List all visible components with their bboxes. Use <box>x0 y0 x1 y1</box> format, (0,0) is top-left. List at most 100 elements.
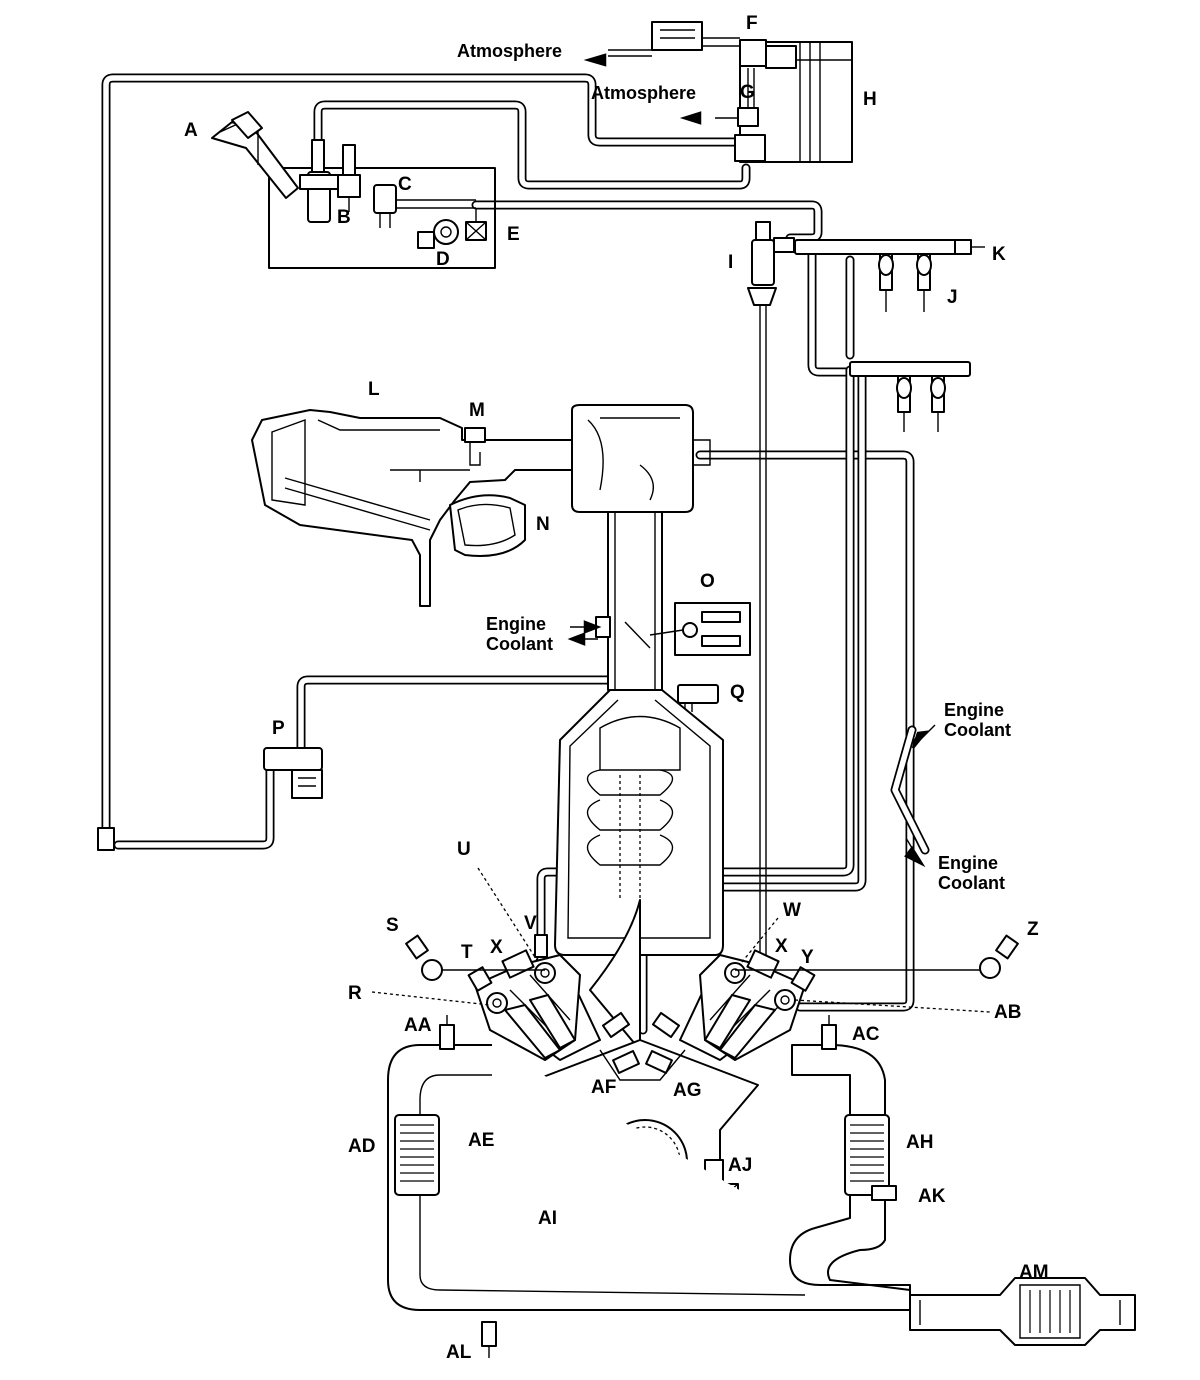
coolant-out-arrow-shaft <box>905 837 919 859</box>
cam-sensor-U <box>534 962 556 984</box>
vacuum-line-P <box>113 675 615 850</box>
engine-coolant-label-out: Engine Coolant <box>938 853 1005 894</box>
label-AM: AM <box>1019 1262 1049 1283</box>
throttle-unit-O <box>649 602 751 656</box>
engine-coolant-label-throttle-line1: Engine <box>486 614 547 634</box>
engine-coolant-label-in-line2: Coolant <box>944 719 1011 740</box>
label-N: N <box>536 514 550 535</box>
o2-sensor-AL <box>481 1321 497 1358</box>
air-cleaner-L <box>251 409 573 607</box>
airflow-sensor-M <box>464 427 486 466</box>
purge-line-to-canister <box>313 100 751 190</box>
coolant-arrow-shafts <box>570 626 598 640</box>
catalyst-AD <box>394 1114 440 1196</box>
label-AG: AG <box>673 1080 702 1101</box>
label-AF: AF <box>591 1077 617 1098</box>
knock-sensor-AB <box>774 989 796 1011</box>
label-C: C <box>398 174 412 195</box>
label-H: H <box>863 89 877 110</box>
label-D: D <box>436 249 450 270</box>
label-AI: AI <box>538 1208 557 1229</box>
atmosphere-arrow-upper <box>583 53 607 67</box>
pump-motor-D <box>417 208 487 249</box>
o2-sensor-AA <box>439 1015 455 1050</box>
catalyst-AH <box>844 1114 890 1196</box>
label-AD: AD <box>348 1136 376 1157</box>
intake-resonator <box>571 404 711 513</box>
label-U: U <box>457 839 471 860</box>
label-AJ: AJ <box>728 1155 753 1176</box>
label-O: O <box>700 571 715 592</box>
label-J: J <box>947 287 958 308</box>
atmosphere-label-lower: Atmosphere <box>591 83 697 103</box>
evap-component-box <box>268 167 496 269</box>
label-AA: AA <box>404 1015 432 1036</box>
label-AC: AC <box>852 1024 880 1045</box>
engine-coolant-label-throttle-line2: Coolant <box>486 633 553 654</box>
leader-R <box>371 991 491 1006</box>
label-L: L <box>368 379 380 400</box>
fuel-injector-V <box>534 934 548 958</box>
injectors-AF-AG <box>601 1011 681 1074</box>
fuel-injector-upper <box>878 253 932 312</box>
label-Y: Y <box>801 947 814 968</box>
engine-coolant-label-out-line2: Coolant <box>938 872 1005 893</box>
leader-U <box>477 867 541 966</box>
coolant-line-right <box>695 450 930 1012</box>
oil-control-valve-Z <box>735 934 1019 979</box>
atmosphere-label-upper: Atmosphere <box>457 41 563 61</box>
sensor-Q <box>677 684 719 712</box>
intake-plenum <box>554 689 724 956</box>
coolant-in-arrow-shaft <box>917 724 936 743</box>
label-Q: Q <box>730 682 745 703</box>
pressure-sensor-C <box>373 184 476 228</box>
fuel-line-to-lower-rail <box>807 243 855 377</box>
label-P: P <box>272 718 285 739</box>
engine-coolant-label-out-line1: Engine <box>938 853 999 873</box>
label-AK: AK <box>918 1186 946 1207</box>
sensor-T <box>467 966 493 992</box>
label-R: R <box>348 983 362 1004</box>
coolant-out-arrow-O <box>567 632 586 646</box>
fuel-rail-upper <box>794 239 985 255</box>
label-G: G <box>740 82 755 103</box>
label-X-right: X <box>775 936 788 957</box>
label-AE: AE <box>468 1130 495 1151</box>
label-Z: Z <box>1027 919 1039 940</box>
label-V: V <box>524 913 537 934</box>
fuel-pressure-line-I <box>759 300 767 965</box>
purge-valve-B <box>299 139 361 223</box>
label-W: W <box>783 900 801 921</box>
fuel-rail-lower <box>849 361 971 432</box>
label-AL: AL <box>446 1342 472 1363</box>
label-F: F <box>746 13 758 34</box>
vent-valve-G <box>715 68 759 127</box>
vent-line-left-loop <box>101 73 740 835</box>
fuel-pump-I <box>747 221 795 306</box>
air-cleaner-N <box>449 494 526 557</box>
label-K: K <box>992 244 1006 265</box>
cam-sensor-W <box>724 962 746 984</box>
cylinder-head-left <box>474 954 581 1061</box>
knock-sensor-R <box>486 992 508 1014</box>
leader-AB <box>794 999 991 1013</box>
label-S: S <box>386 915 399 936</box>
solenoid-P <box>263 747 323 799</box>
fuel-line-to-pump <box>471 200 823 243</box>
label-T: T <box>461 942 473 963</box>
label-M: M <box>469 400 485 421</box>
o2-sensor-AC <box>821 1015 837 1050</box>
label-I: I <box>728 252 734 273</box>
cam-sensor-W-core <box>730 968 740 978</box>
connector-end-left <box>97 827 115 851</box>
exhaust-tailpipe <box>909 1277 1136 1346</box>
engine-coolant-label-in-line1: Engine <box>944 700 1005 720</box>
fuel-tank-inlet-A <box>211 111 299 199</box>
label-AB: AB <box>994 1002 1022 1023</box>
label-A: A <box>184 120 198 141</box>
o2-sensor-AK <box>871 1185 897 1201</box>
atmosphere-arrow-lower <box>679 111 702 125</box>
oil-control-valve-S <box>405 934 545 981</box>
engine-coolant-label-throttle: Engine Coolant <box>486 614 553 655</box>
